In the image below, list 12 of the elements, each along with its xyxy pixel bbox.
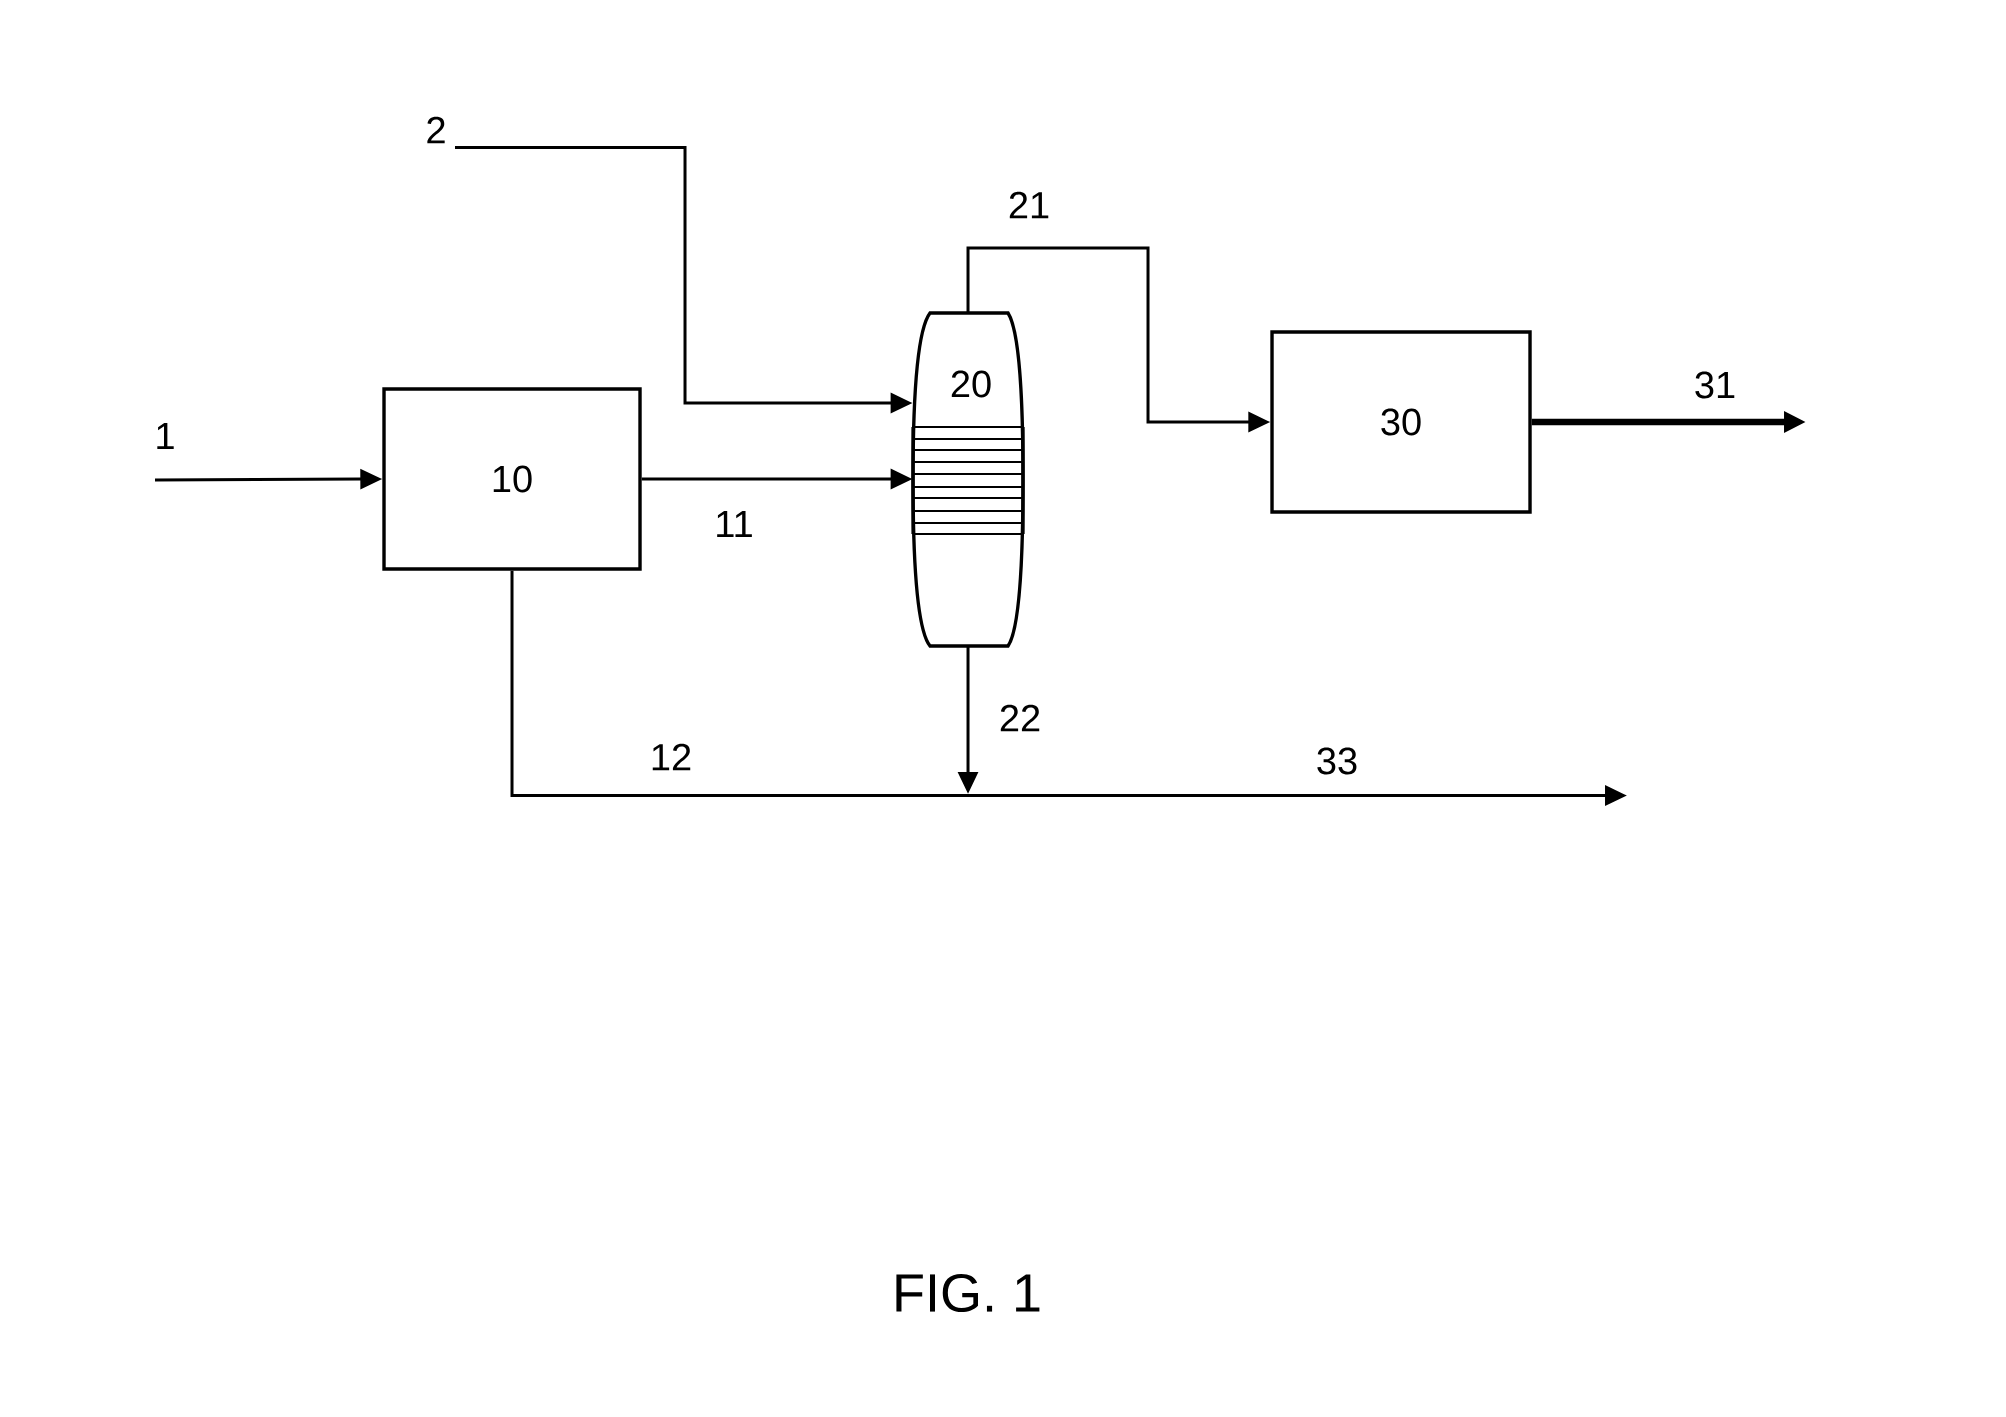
- edge-label: 11: [717, 510, 752, 538]
- process-box: 10: [382, 387, 642, 571]
- process-box: 30: [1270, 330, 1532, 514]
- stream-label: 33: [1317, 747, 1357, 775]
- edge-label: 1: [157, 422, 174, 450]
- figure-caption: FIG. 1: [896, 1273, 1040, 1313]
- edge-label: 2: [427, 116, 445, 144]
- edge-label: 21: [1009, 191, 1049, 219]
- edge-label: 22: [1000, 704, 1040, 732]
- column-vessel: 20: [911, 311, 1025, 648]
- edge-label: 31: [1695, 371, 1735, 399]
- edge-label: 12: [652, 743, 691, 771]
